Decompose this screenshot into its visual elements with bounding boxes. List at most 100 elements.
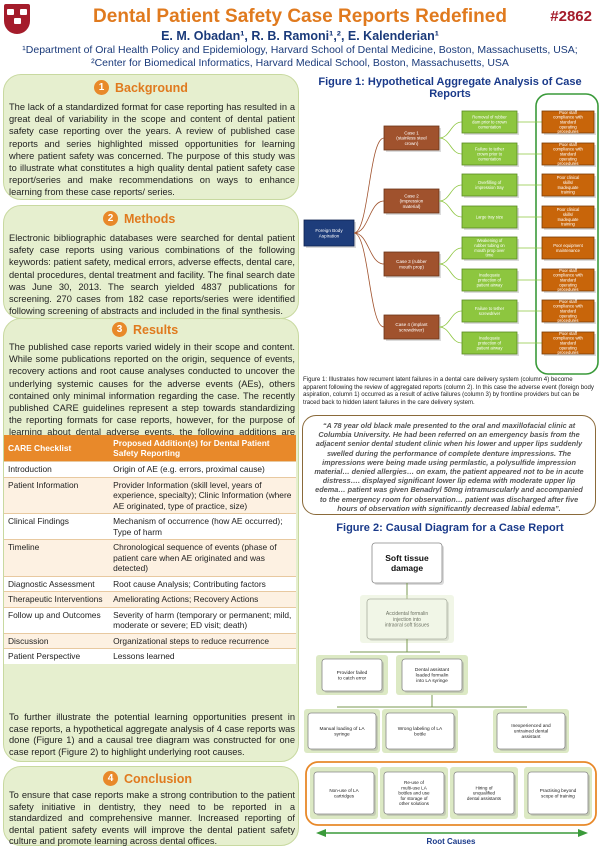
- proposed-addition: Chronological sequence of events (phase …: [109, 539, 296, 576]
- checklist-item: Discussion: [4, 632, 110, 649]
- checklist-item: Follow up and Outcomes: [4, 606, 110, 633]
- connector: [438, 137, 463, 155]
- proposed-addition: Origin of AE (e.g. errors, proximal caus…: [109, 461, 296, 477]
- figure1-title: Figure 1: Hypothetical Aggregate Analysi…: [318, 76, 582, 100]
- active-failure-box-label: Large tray size: [476, 214, 504, 219]
- section-number-badge: 4: [103, 771, 118, 786]
- conclusion-panel: [3, 766, 299, 846]
- latent-failure-box: [541, 110, 595, 134]
- proposed-addition: Provider Information (skill level, years…: [109, 476, 296, 514]
- root-cause-box: [453, 771, 515, 815]
- latent-failure-box: [541, 142, 595, 166]
- connector: [353, 200, 385, 234]
- poster-title: Dental Patient Safety Case Reports Redef…: [93, 6, 507, 27]
- section-title: Results: [133, 322, 179, 337]
- latent-failure-box: [541, 299, 595, 323]
- affiliation-1: ¹Department of Oral Health Policy and Ep…: [22, 44, 578, 56]
- connector: [353, 232, 385, 328]
- connector: [438, 263, 463, 281]
- connector: [438, 310, 463, 328]
- conclusion-text: To ensure that case reports make a stron…: [9, 790, 295, 846]
- latent-failure-box: [541, 331, 595, 355]
- conclusion-heading: 4 Conclusion: [103, 771, 192, 786]
- root-cause-box: [527, 771, 589, 815]
- level4-box: [385, 712, 455, 750]
- connector: [438, 247, 463, 265]
- proposed-addition: Ameliorating Actions; Recovery Actions: [109, 591, 296, 607]
- checklist-item: Patient Perspective: [4, 648, 110, 664]
- care-checklist-table: CARE Checklist Proposed Addition(s) for …: [4, 435, 296, 664]
- checklist-item: Timeline: [4, 539, 110, 576]
- case-box: [383, 188, 440, 214]
- section-title: Methods: [124, 211, 176, 226]
- background-heading: 1 Background: [94, 80, 188, 95]
- case-report-quote: “A 78 year old black male presented to t…: [302, 415, 596, 515]
- connector: [438, 184, 463, 202]
- root-event-box: [303, 219, 355, 247]
- checklist-item: Introduction: [4, 461, 110, 477]
- level4-box: [307, 712, 377, 750]
- connector: [438, 326, 463, 344]
- methods-text: Electronic bibliographic databases were …: [9, 233, 295, 317]
- case-box: [383, 251, 440, 277]
- connector: [438, 121, 463, 139]
- checklist-item: Clinical Findings: [4, 513, 110, 540]
- section-title: Background: [115, 80, 188, 95]
- checklist-item: Patient Information: [4, 476, 110, 514]
- authors: E. M. Obadan¹, R. B. Ramoni¹,², E. Kalen…: [161, 29, 439, 43]
- section-number-badge: 1: [94, 80, 109, 95]
- case-box: [383, 314, 440, 340]
- table-header-cell: CARE Checklist: [4, 435, 110, 462]
- section-title: Conclusion: [124, 771, 193, 786]
- arrow-left-icon: [316, 829, 326, 837]
- proposed-addition: Organizational steps to reduce recurrenc…: [109, 632, 296, 649]
- latent-failure-box: [541, 236, 595, 260]
- methods-heading: 2 Methods: [103, 211, 175, 226]
- level3-box: [401, 658, 463, 692]
- affiliation-2: ²Center for Biomedical Informatics, Harv…: [91, 57, 509, 69]
- section-number-badge: 2: [103, 211, 118, 226]
- figure2-title: Figure 2: Causal Diagram for a Case Repo…: [336, 522, 564, 534]
- table-header-cell: Proposed Addition(s) for Dental Patient …: [109, 435, 296, 462]
- results-after-text: To further illustrate the potential lear…: [9, 712, 295, 757]
- latent-failure-box: [541, 205, 595, 229]
- proposed-addition: Lessons learned: [109, 648, 296, 664]
- arrow-right-icon: [578, 829, 588, 837]
- methods-panel: [3, 205, 299, 319]
- root-cause-box: [313, 771, 375, 815]
- poster-number: #2862: [550, 8, 592, 25]
- checklist-item: Diagnostic Assessment: [4, 575, 110, 592]
- root-causes-outline: [305, 761, 597, 826]
- level3-box: [321, 658, 383, 692]
- background-panel: [3, 74, 299, 200]
